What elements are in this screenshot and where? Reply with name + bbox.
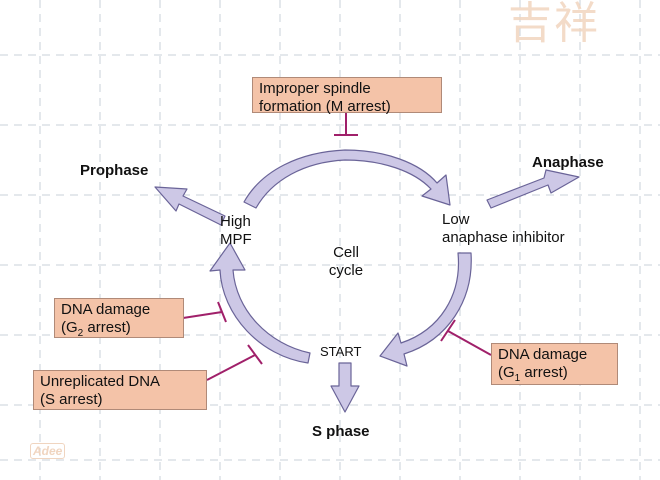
anaphase-label: Anaphase (532, 154, 604, 171)
start-label: START (320, 344, 362, 359)
m-arrest-box: Improper spindle formation (M arrest) (252, 77, 442, 115)
arc-arrow-left (209, 242, 311, 364)
g2-arrest-inhibitor (182, 311, 223, 319)
corner-watermark: Adee (30, 443, 66, 459)
s-arrest-box: Unreplicated DNA (S arrest) (33, 370, 207, 410)
g1-arrest-inhibitor (447, 330, 492, 356)
s-arrest-inhibitor (206, 354, 256, 381)
s-phase-arrow (330, 362, 360, 413)
watermark-logo: 吉祥 (508, 0, 600, 49)
anaphase-arrow (486, 169, 580, 209)
cell-cycle-label: Cell cycle (328, 244, 364, 279)
high-mpf-label: High MPF (220, 213, 252, 248)
low-inhibitor-label: Low anaphase inhibitor (442, 211, 565, 246)
s-phase-label: S phase (312, 423, 370, 440)
arc-arrow-top (243, 149, 451, 209)
g2-arrest-box: DNA damage (G2 arrest) (54, 298, 184, 339)
prophase-arrow (154, 186, 226, 226)
g1-arrest-box: DNA damage (G1 arrest) (491, 343, 618, 385)
prophase-label: Prophase (80, 162, 149, 179)
arc-arrow-right (379, 252, 472, 367)
